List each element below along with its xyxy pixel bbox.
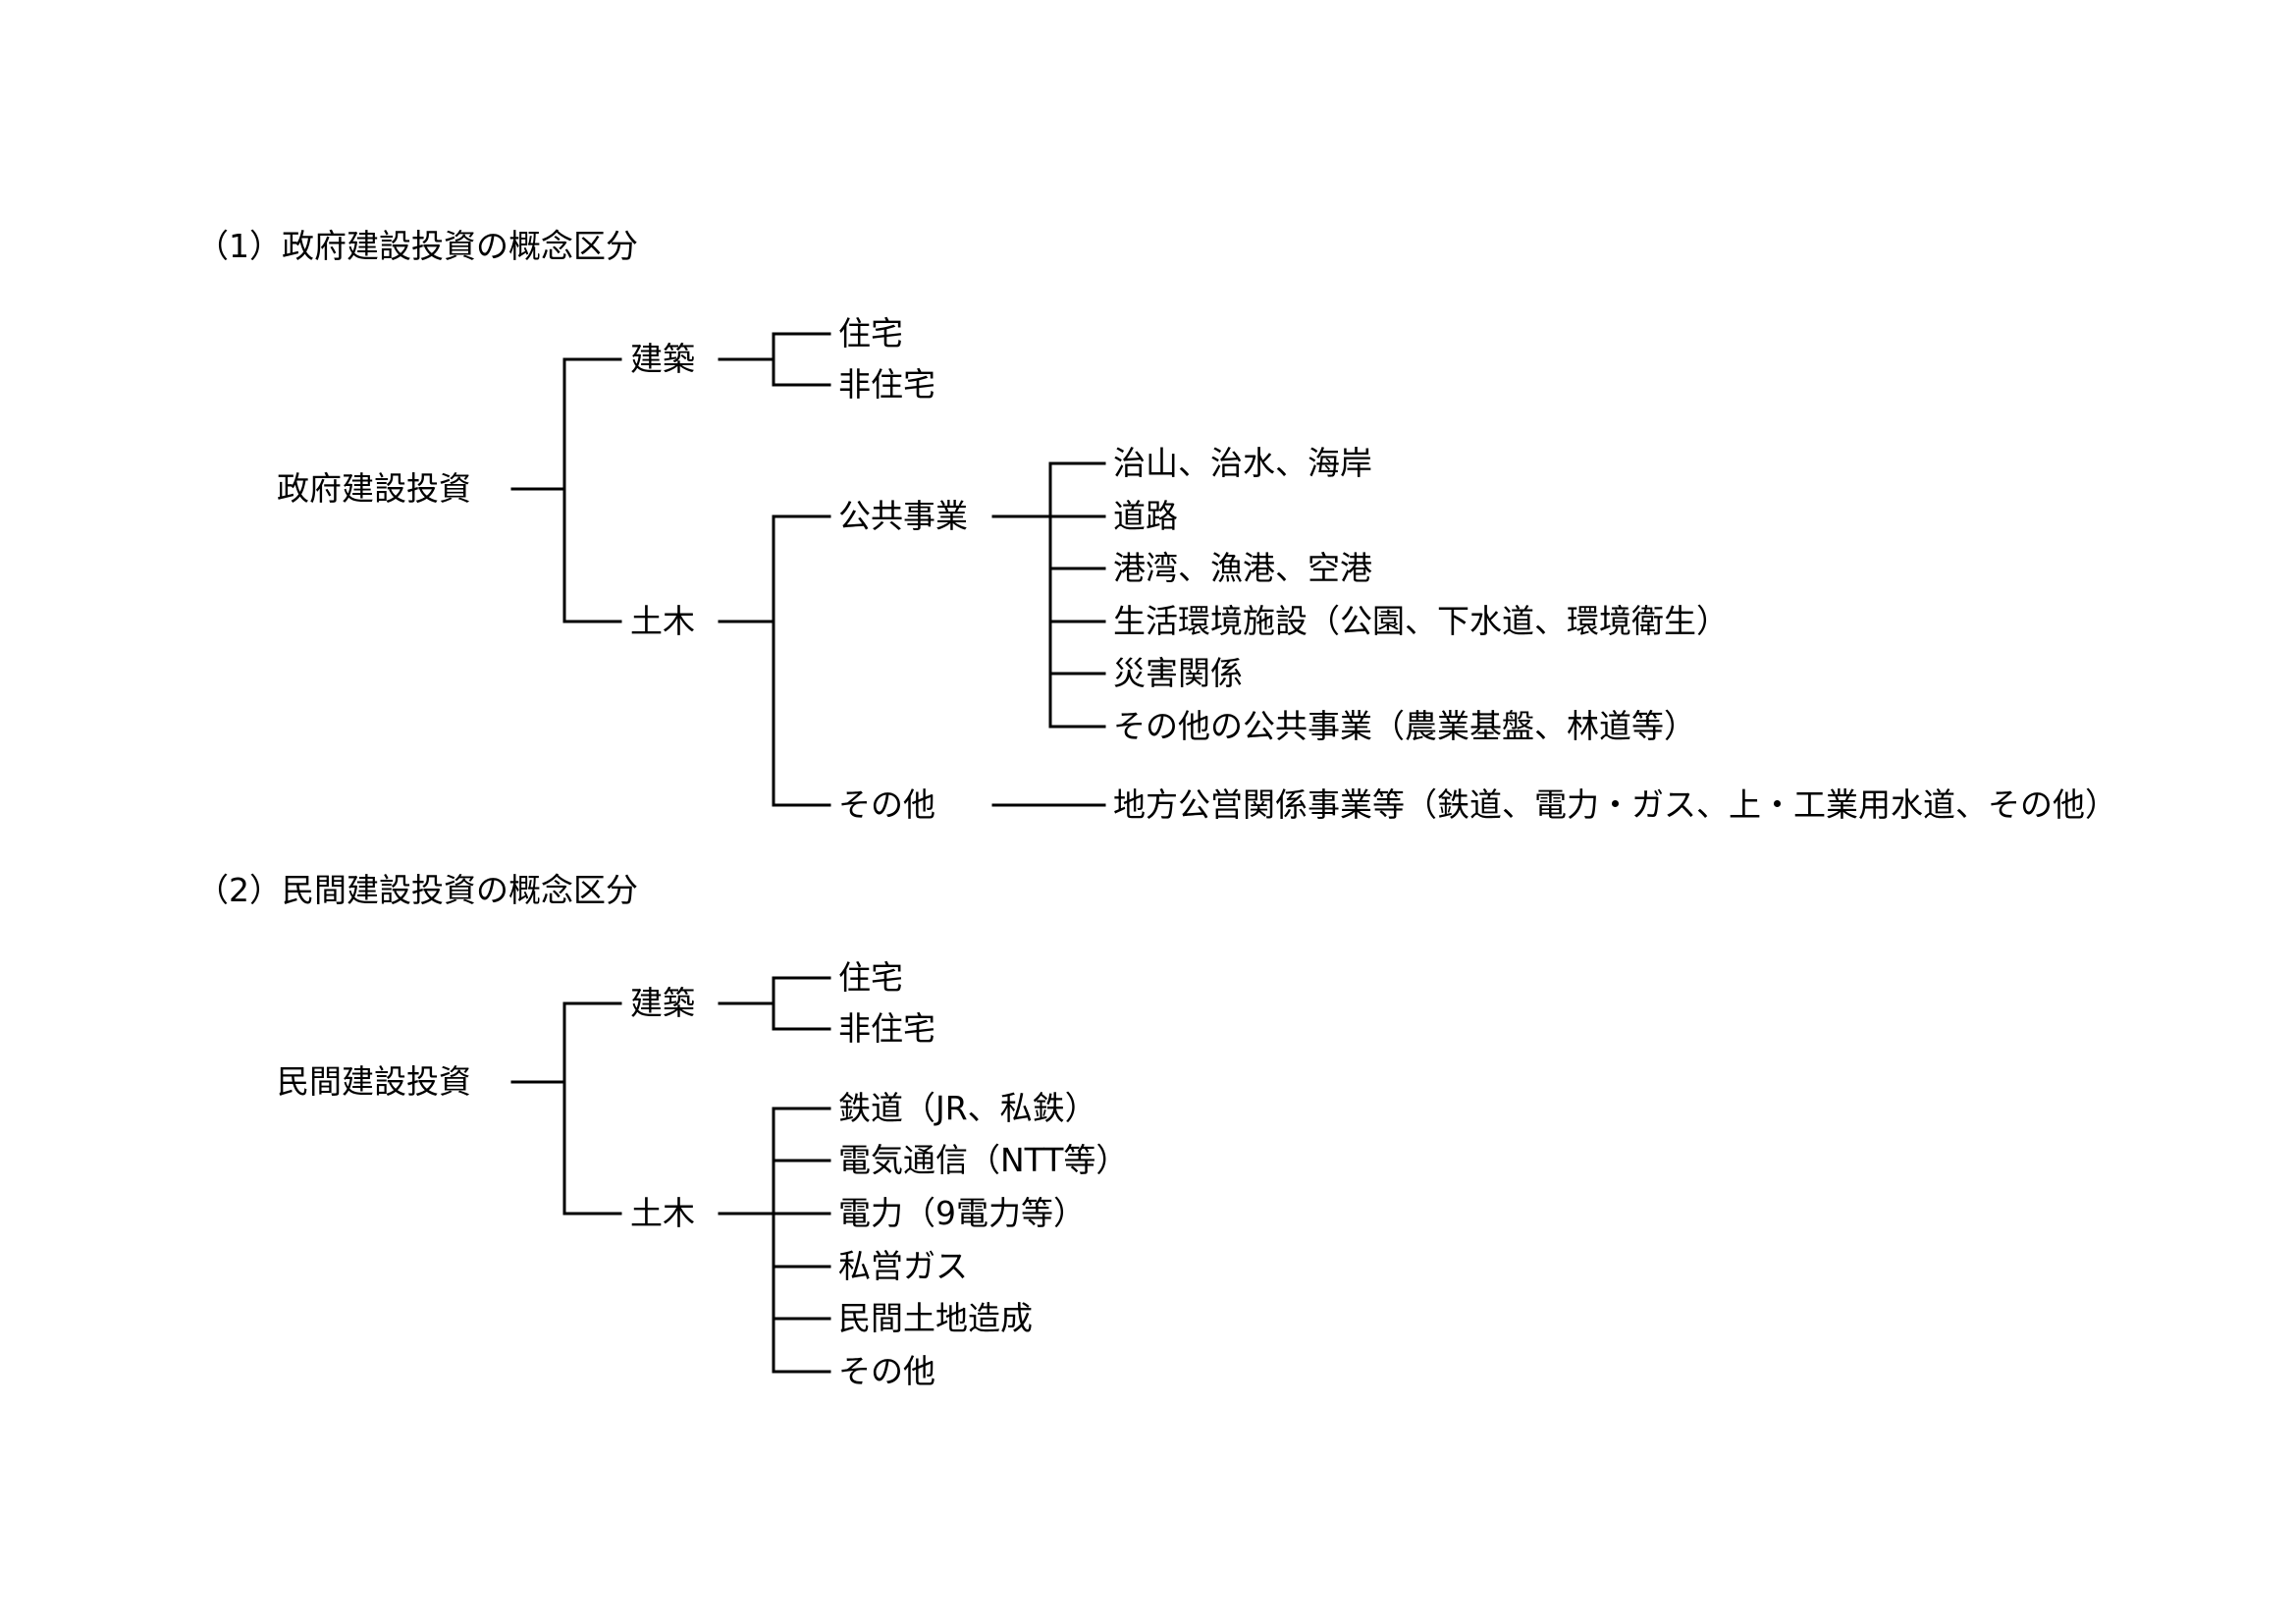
s2-db-item-2: 電気通信（NTT等）: [838, 1141, 1129, 1179]
section1-title: （1）政府建設投資の概念区分: [196, 227, 638, 265]
s2-db-item-1: 鉄道（JR、私鉄）: [838, 1089, 1097, 1127]
s1-sonota-label: その他: [838, 785, 935, 824]
s1-hijutaku-label: 非住宅: [838, 365, 935, 404]
s2-db-item-4: 私営ガス: [838, 1247, 968, 1285]
s2-root-label: 民間建設投資: [277, 1062, 471, 1101]
s1-kk-item-6: その他の公共事業（農業基盤、林道等）: [1113, 707, 1696, 745]
s1-kk-item-2: 道路: [1113, 497, 1178, 535]
s2-db-item-5: 民間土地造成: [838, 1299, 1033, 1337]
s2-kenchiku-label: 建築: [630, 984, 695, 1022]
s1-kk-item-3: 港湾、漁港、空港: [1113, 549, 1372, 587]
s1-jutaku-label: 住宅: [838, 314, 903, 352]
s1-kk-item-1: 治山、治水、海岸: [1113, 444, 1372, 482]
s2-jutaku-label: 住宅: [838, 958, 903, 997]
s1-koukyou-label: 公共事業: [838, 497, 968, 535]
s2-db-item-3: 電力（9電力等）: [838, 1194, 1086, 1232]
s1-kenchiku-label: 建築: [630, 340, 695, 378]
s1-kk-item-5: 災害関係: [1113, 654, 1243, 692]
s2-db-item-6: その他: [838, 1352, 935, 1390]
s1-sonota-child-label: 地方公営関係事業等（鉄道、電力・ガス、上・工業用水道、その他）: [1113, 785, 2117, 824]
s1-kk-item-4: 生活環境施設（公園、下水道、環境衛生）: [1113, 602, 1729, 640]
s2-doboku-label: 土木: [630, 1194, 695, 1232]
section2-title: （2）民間建設投資の概念区分: [196, 871, 638, 909]
s2-hijutaku-label: 非住宅: [838, 1009, 935, 1048]
s1-root-label: 政府建設投資: [277, 469, 471, 508]
s1-doboku-label: 土木: [630, 602, 695, 640]
